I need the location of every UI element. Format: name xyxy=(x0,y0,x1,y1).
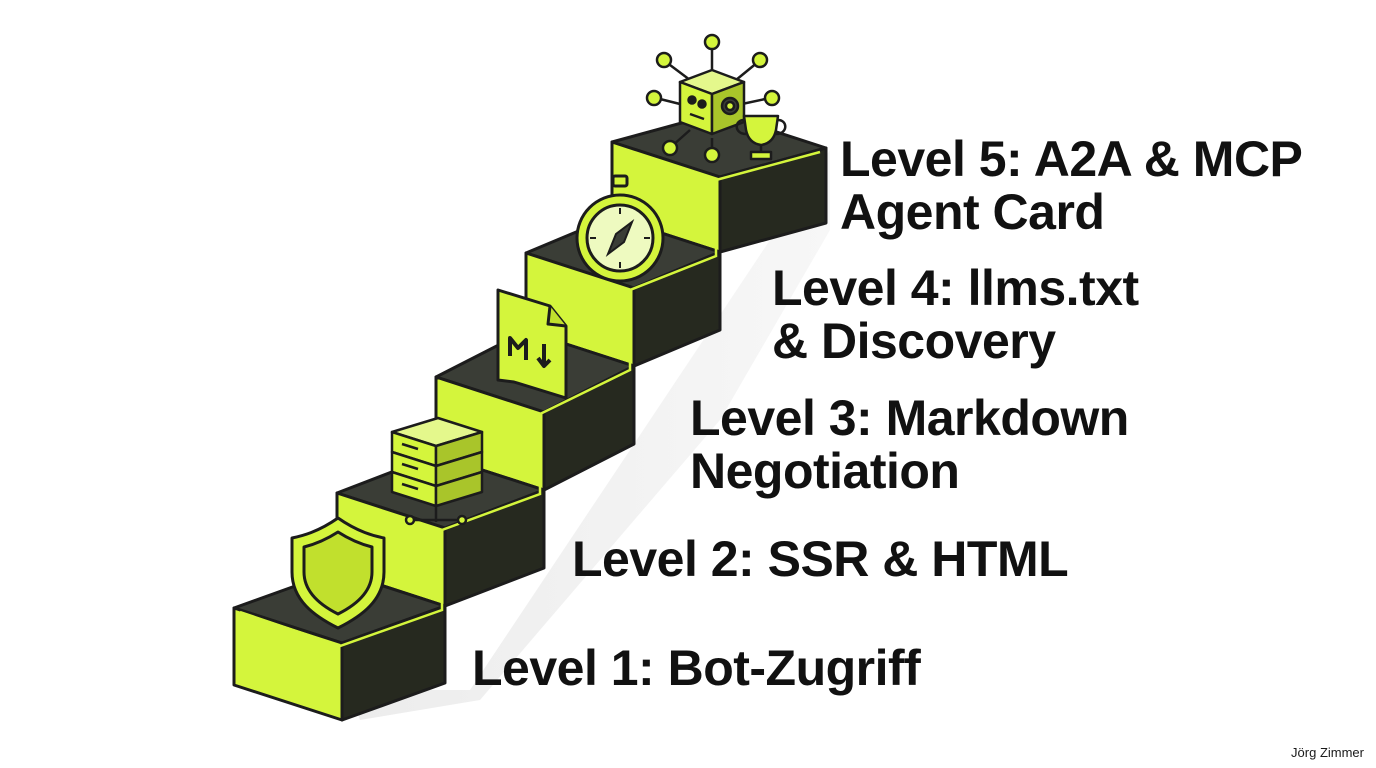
level-1-title: Level 1: Bot-Zugriff xyxy=(472,640,921,696)
level-3-subtitle: Negotiation xyxy=(690,443,960,499)
author-credit: Jörg Zimmer xyxy=(1291,745,1364,760)
level-5-label: Level 5: A2A & MCP Agent Card xyxy=(840,131,1303,240)
server-stack-icon xyxy=(390,416,484,526)
markdown-file-icon xyxy=(496,288,568,400)
level-2-title: Level 2: SSR & HTML xyxy=(572,531,1069,587)
level-2-label: Level 2: SSR & HTML xyxy=(572,531,1069,587)
shield-icon xyxy=(290,516,386,630)
level-3-title: Level 3: Markdown xyxy=(690,390,1129,446)
level-3-label: Level 3: Markdown Negotiation xyxy=(690,392,1129,498)
compass-icon xyxy=(575,174,665,283)
level-4-label: Level 4: llms.txt & Discovery xyxy=(772,262,1139,368)
level-1-label: Level 1: Bot-Zugriff xyxy=(472,640,921,696)
robot-network-icon xyxy=(645,33,781,164)
network-nodes xyxy=(645,33,781,164)
level-4-subtitle: & Discovery xyxy=(772,313,1056,369)
trophy-icon xyxy=(735,114,787,161)
stair-edge-line xyxy=(239,150,821,648)
level-5-title: Level 5: A2A & MCP xyxy=(840,131,1303,187)
level-4-title: Level 4: llms.txt xyxy=(772,260,1139,316)
level-5-subtitle: Agent Card xyxy=(840,184,1105,240)
